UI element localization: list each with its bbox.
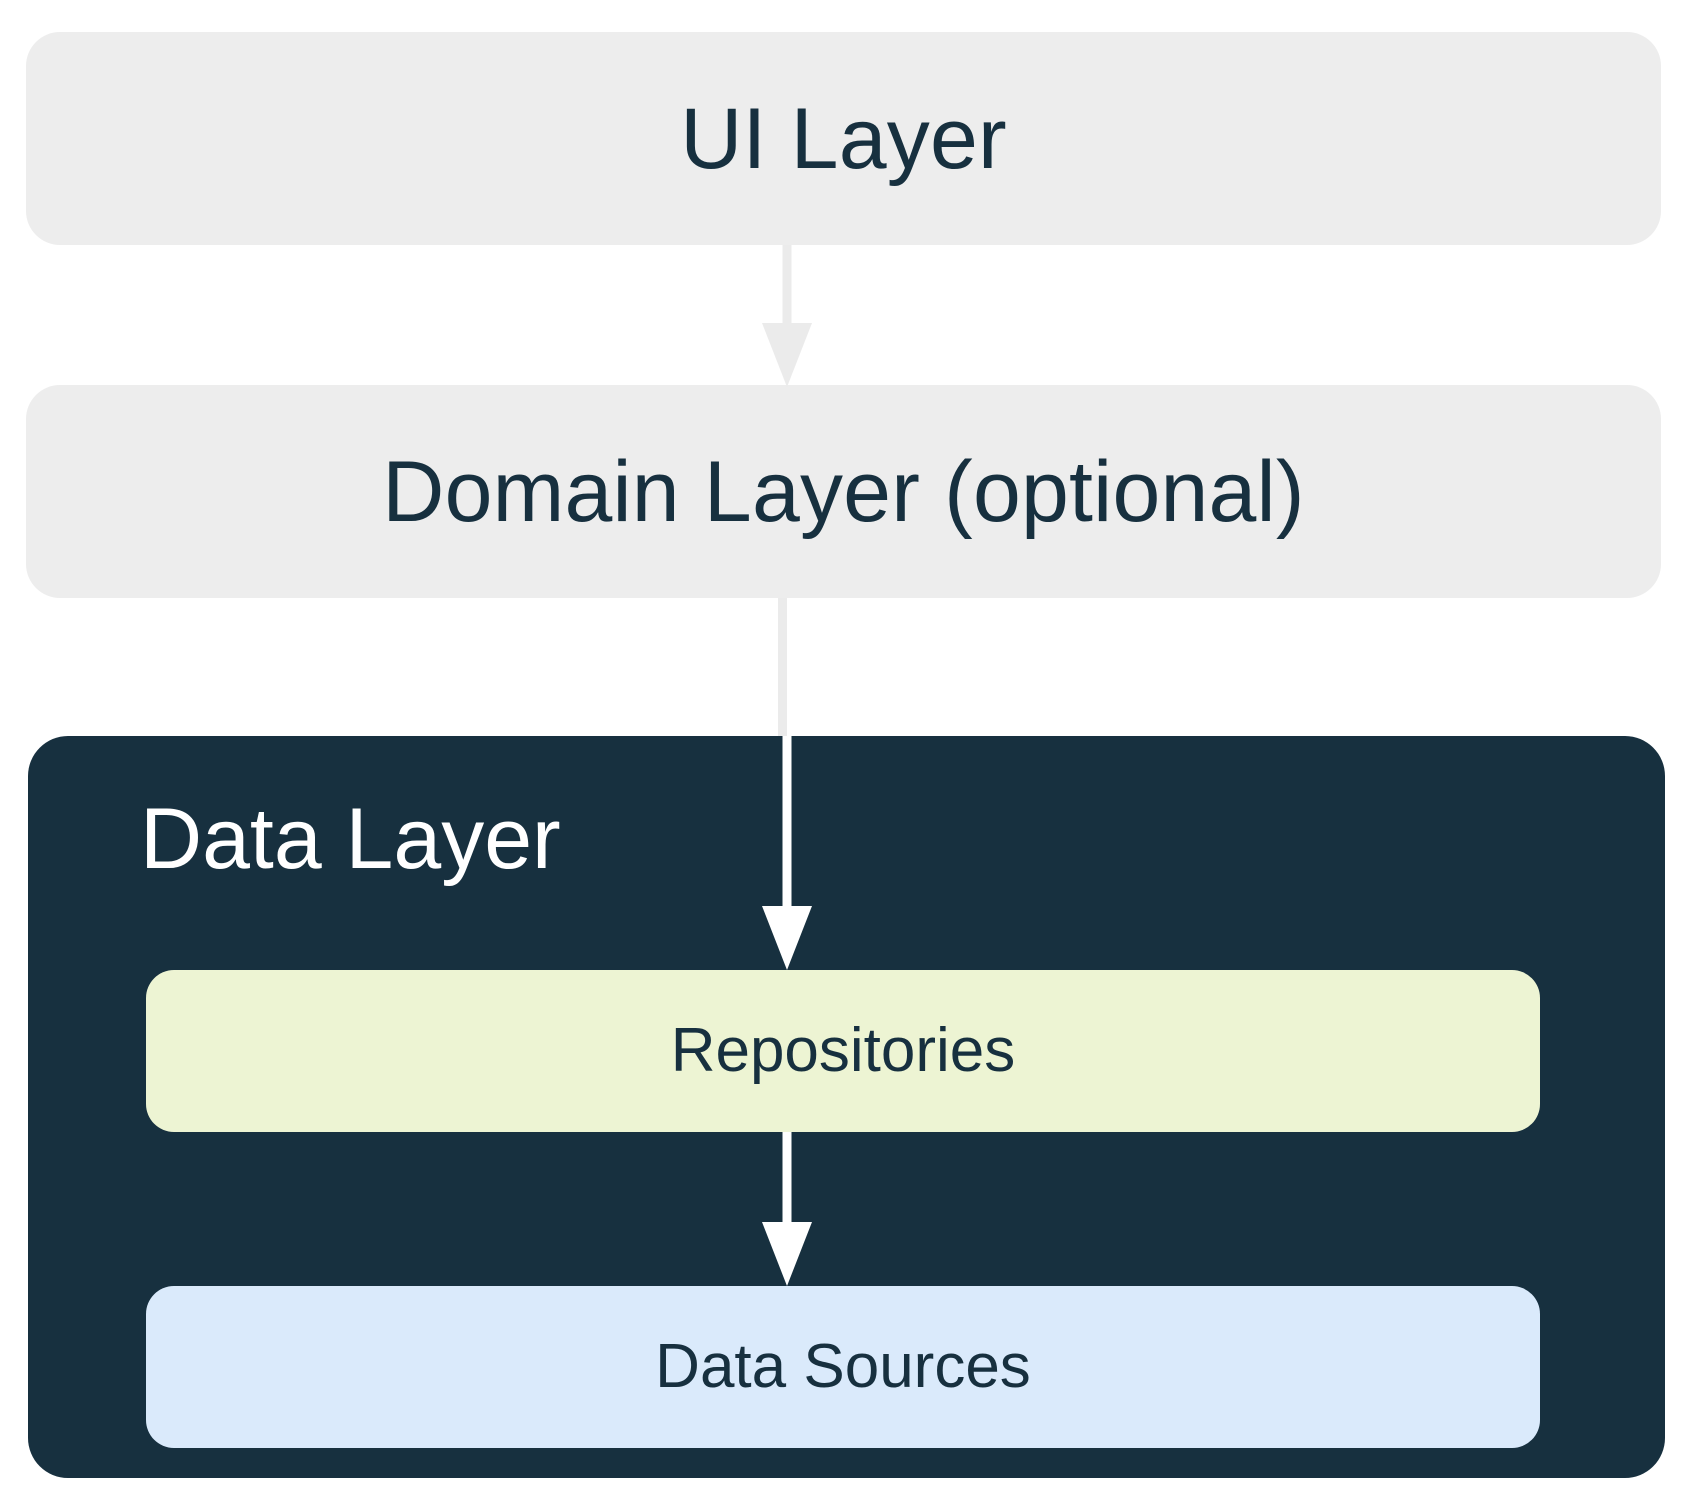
- ui-layer-label: UI Layer: [680, 90, 1007, 187]
- data-layer-label: Data Layer: [140, 791, 561, 887]
- arrow-ui-to-domain: [757, 245, 817, 387]
- arrow-repositories-to-data-sources: [757, 1132, 817, 1288]
- domain-layer-label: Domain Layer (optional): [382, 443, 1305, 540]
- arrow-head-icon: [762, 906, 812, 970]
- repositories-box[interactable]: Repositories: [146, 970, 1540, 1132]
- arrow-head-icon: [762, 1222, 812, 1286]
- arrow-head-icon: [762, 323, 812, 387]
- arrow-shaft: [782, 245, 792, 325]
- arrow-shaft: [782, 1132, 792, 1224]
- data-sources-box[interactable]: Data Sources: [146, 1286, 1540, 1448]
- arrow-domain-to-repositories-stem: [778, 598, 787, 738]
- arrow-shaft: [782, 736, 792, 908]
- arrow-domain-to-repositories: [757, 736, 817, 970]
- data-sources-label: Data Sources: [655, 1332, 1031, 1401]
- domain-layer-box[interactable]: Domain Layer (optional): [26, 385, 1661, 598]
- repositories-label: Repositories: [670, 1016, 1016, 1085]
- ui-layer-box[interactable]: UI Layer: [26, 32, 1661, 245]
